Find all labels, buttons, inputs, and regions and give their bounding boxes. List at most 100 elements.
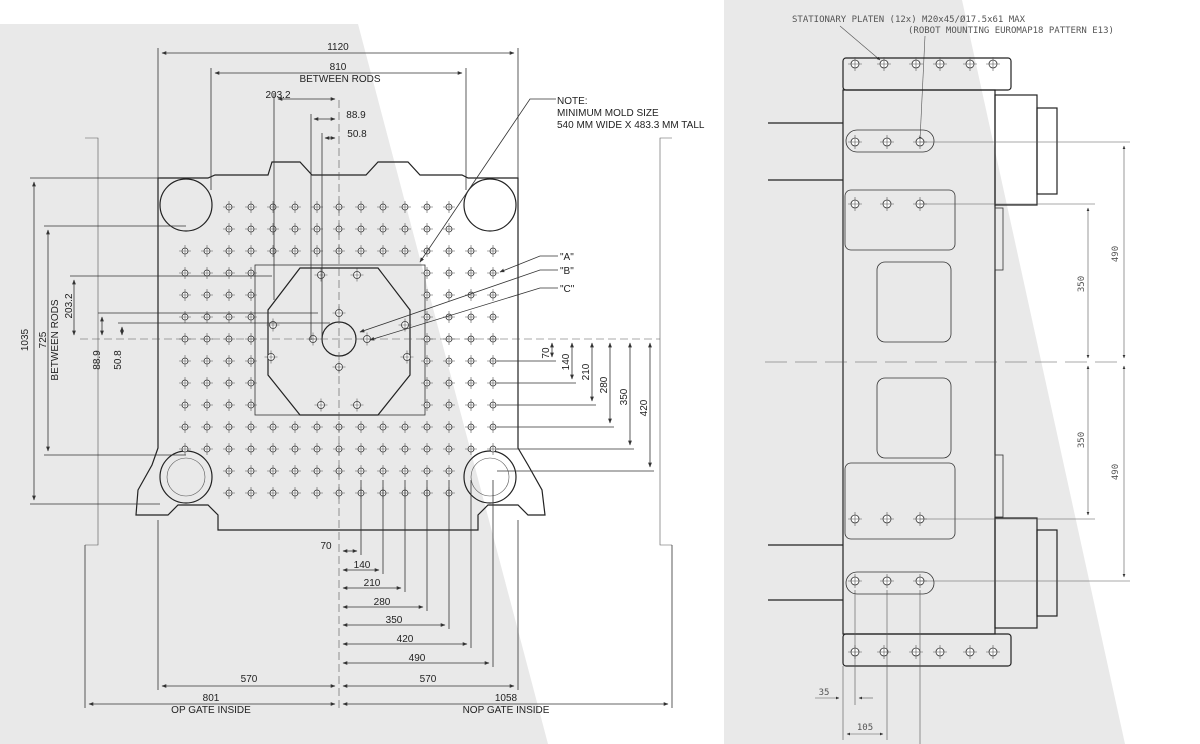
mounting-hole-crosshair (355, 245, 367, 257)
gate-envelope-left (85, 137, 99, 546)
mounting-hole-crosshair (465, 421, 477, 433)
side-hole-crosshair (848, 197, 862, 211)
mounting-hole-crosshair (355, 223, 367, 235)
front-view: 1120 810 BETWEEN RODS 203.2 88.9 50.8 NO… (0, 24, 705, 744)
side-hole-crosshair (963, 57, 977, 71)
side-hole-crosshair (880, 135, 894, 149)
title-leader (839, 25, 881, 61)
dim-between-rods-vertical-label: BETWEEN RODS (50, 299, 61, 380)
side-view: STATIONARY PLATEN (12x) M20x45/Ø17.5x61 … (724, 0, 1130, 744)
title-leader-2 (918, 35, 926, 141)
mounting-hole-crosshair (443, 201, 455, 213)
dim-side-35: 35 (819, 688, 830, 698)
mounting-hole-crosshair (223, 465, 235, 477)
mounting-hole-crosshair (421, 355, 433, 367)
dim-overall-width: 1120 (327, 42, 349, 53)
pocket-lower-1 (844, 462, 956, 540)
side-bottom-dimensions: 35 105 (815, 590, 921, 744)
mounting-hole-crosshair (179, 289, 191, 301)
mounting-hole-crosshair (245, 267, 257, 279)
mounting-hole-crosshair (223, 377, 235, 389)
mounting-hole-crosshair (465, 355, 477, 367)
dim-between-rods-width: 810 (330, 62, 347, 73)
callout-c-leader (369, 287, 558, 341)
dim-bottom-70: 70 (320, 541, 332, 552)
side-hole-crosshair (848, 57, 862, 71)
mounting-hole-crosshair (201, 377, 213, 389)
mounting-hole-crosshair (223, 289, 235, 301)
mounting-hole-crosshair (399, 223, 411, 235)
note-line-2: MINIMUM MOLD SIZE (557, 108, 659, 119)
mounting-hole-crosshair (245, 421, 257, 433)
side-hole-crosshair (963, 645, 977, 659)
dim-bottom-570-left: 570 (241, 674, 258, 685)
side-rib-bottom (994, 454, 1004, 518)
side-hole-crosshair (880, 574, 894, 588)
mounting-hole-crosshair (223, 245, 235, 257)
mounting-hole-crosshair (267, 443, 279, 455)
robot-slot-top (845, 129, 935, 153)
mold-plate-hole-crosshair (314, 268, 328, 282)
mounting-hole-crosshair (201, 355, 213, 367)
mounting-hole-crosshair (465, 311, 477, 323)
dim-left-88: 88.9 (92, 350, 103, 370)
mounting-hole-crosshair (465, 443, 477, 455)
mounting-hole-crosshair (377, 245, 389, 257)
mounting-hole-crosshair (201, 399, 213, 411)
side-view-backdrop (724, 0, 1125, 744)
dim-side-350-bottom: 350 (1077, 432, 1087, 448)
mounting-hole-crosshair (355, 201, 367, 213)
mounting-hole-crosshair (289, 223, 301, 235)
mounting-hole-crosshair (355, 465, 367, 477)
front-view-backdrop (0, 24, 548, 744)
callout-a: "A" (560, 252, 574, 263)
right-dimension-stack: 70 140 210 280 350 420 (497, 342, 654, 472)
mounting-hole-crosshair (201, 245, 213, 257)
side-hole-crosshair (877, 645, 891, 659)
mounting-hole-crosshair (223, 201, 235, 213)
mounting-hole-crosshair (289, 443, 301, 455)
side-hole-crosshair (933, 645, 947, 659)
mounting-hole-crosshair (179, 267, 191, 279)
mounting-hole-crosshair (311, 201, 323, 213)
side-hole-crosshair (986, 57, 1000, 71)
mounting-hole-crosshair (421, 223, 433, 235)
mounting-hole-crosshair (377, 443, 389, 455)
mounting-hole-crosshair (267, 487, 279, 499)
side-hole-crosshair (986, 645, 1000, 659)
mounting-hole-crosshair (245, 377, 257, 389)
mounting-hole-crosshair (399, 245, 411, 257)
pocket-upper-1 (844, 189, 956, 251)
dim-right-280: 280 (599, 376, 610, 393)
mounting-hole-crosshair (245, 487, 257, 499)
mounting-hole-crosshair (443, 377, 455, 389)
side-view-title-line-2: (ROBOT MOUNTING EUROMAP18 PATTERN E13) (908, 26, 1114, 36)
dim-overall-height: 1035 (20, 328, 31, 351)
callout-a-leader (499, 255, 558, 273)
mounting-hole-crosshair (443, 399, 455, 411)
dim-side-490-bottom: 490 (1111, 464, 1121, 480)
mold-plate-hole-crosshair (314, 398, 328, 412)
bottom-dimension-stack: 70 140 210 280 350 420 490 570 57 (84, 480, 673, 716)
side-view-title-line-1: STATIONARY PLATEN (12x) M20x45/Ø17.5x61 … (792, 14, 1026, 25)
dim-top-88: 88.9 (346, 110, 366, 121)
mounting-hole-crosshair (267, 201, 279, 213)
mounting-hole-crosshair (487, 267, 499, 279)
mounting-hole-crosshair (289, 201, 301, 213)
mounting-hole-crosshair (223, 421, 235, 433)
mounting-hole-crosshair (201, 421, 213, 433)
mounting-hole-crosshair (377, 223, 389, 235)
mounting-hole-crosshair (179, 421, 191, 433)
note-title: NOTE: (557, 96, 588, 107)
mounting-hole-crosshair (179, 443, 191, 455)
note-leader (419, 98, 556, 263)
dim-bottom-350: 350 (386, 615, 403, 626)
side-boss-top-cap (1036, 107, 1058, 195)
side-hole-crosshair (877, 57, 891, 71)
mounting-hole-crosshair (487, 289, 499, 301)
locating-plate (267, 267, 411, 416)
mounting-hole-crosshair (245, 443, 257, 455)
mounting-hole-crosshair (399, 465, 411, 477)
mounting-hole-crosshair (399, 201, 411, 213)
